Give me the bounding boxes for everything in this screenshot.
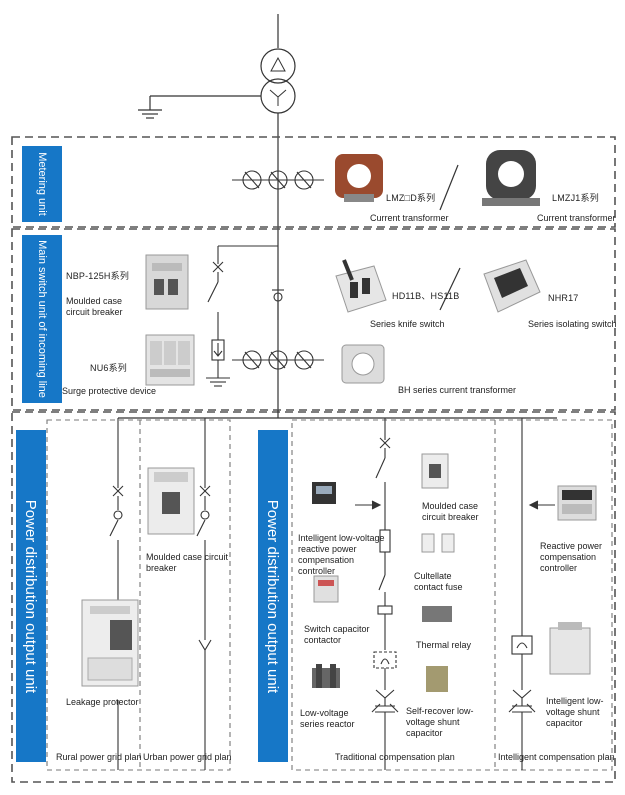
main-switch-unit-frame	[11, 228, 616, 411]
reactor-label: Low-voltage series reactor	[300, 708, 355, 729]
switch-capacitor-image	[313, 575, 339, 603]
urban-plan-label: Urban power grid plan	[143, 752, 232, 762]
surge-branch	[206, 245, 278, 387]
hd-code: HD11B、HS11B	[392, 291, 460, 301]
nbp-code: NBP-125H系列	[66, 271, 130, 281]
mccb-image	[147, 467, 195, 535]
isolating-switch-image	[483, 259, 541, 313]
nbp-label: Moulded case circuit breaker	[66, 296, 123, 317]
hd-label: Series knife switch	[370, 319, 445, 329]
metering-unit-title: Metering unit	[36, 152, 48, 216]
mccb2-image	[421, 453, 449, 489]
distribution-left-tab: Power distribution output unit	[16, 430, 46, 762]
intelligent-plan-label: Intelligent compensation plan	[498, 752, 615, 762]
bh-ct-image	[341, 344, 385, 384]
lmzj1-label: Current transformer	[537, 213, 616, 223]
leakage-label: Leakage protector	[66, 697, 139, 707]
intelligent-branch	[508, 418, 555, 770]
distribution-right-tab: Power distribution output unit	[258, 430, 288, 762]
intelligent-controller-image	[312, 482, 336, 504]
rural-urban-frame	[46, 419, 231, 771]
metering-ct-symbols	[232, 170, 324, 190]
leakage-protector-image	[81, 599, 139, 687]
nbp-breaker-image	[145, 254, 189, 310]
distribution-unit-frame	[11, 411, 616, 783]
nhr-code: NHR17	[548, 293, 579, 303]
metering-unit-frame	[11, 136, 616, 228]
bh-label: BH series current transformer	[398, 385, 517, 395]
metering-unit-tab: Metering unit	[22, 146, 62, 222]
urban-branch	[196, 418, 212, 770]
fuse-label: Cultellate contact fuse	[414, 571, 463, 592]
rural-plan-label: Rural power grid plan	[56, 752, 142, 762]
fuse-image	[421, 533, 455, 553]
intelligent-controller-label: Intelligent low-voltage reactive power c…	[298, 533, 385, 576]
distribution-left-title: Power distribution output unit	[22, 499, 40, 693]
nhr-label: Series isolating switch	[528, 319, 617, 329]
lmz-d-label: Current transformer	[370, 213, 449, 223]
bh-ct-symbols	[232, 350, 324, 370]
reactor-image	[312, 664, 340, 688]
transformer-primary-winding	[260, 48, 296, 84]
lmz-d-ct-image	[335, 154, 383, 202]
main-switch-unit-tab: Main switch unit of incoming line	[22, 235, 62, 403]
nu6-spd-image	[145, 334, 195, 386]
mccb2-label: Moulded case circuit breaker	[422, 501, 479, 522]
knife-switch-image	[335, 259, 387, 313]
intelligent-capacitor-label: Intelligent low-voltage shunt capacitor	[546, 696, 604, 728]
lmzj1-ct-image	[482, 150, 540, 206]
traditional-plan-label: Traditional compensation plan	[335, 752, 455, 762]
traditional-branch	[355, 418, 399, 770]
self-recover-capacitor-image	[426, 666, 448, 692]
lmzj1-code: LMZJ1系列	[552, 193, 599, 203]
transformer-secondary-winding	[260, 78, 296, 114]
reactive-controller-image	[557, 485, 597, 521]
reactive-controller-label: Reactive power compensation controller	[540, 541, 603, 573]
nu6-code: NU6系列	[90, 363, 128, 373]
switch-capacitor-label: Switch capacitor contactor	[304, 624, 370, 645]
mccb-label: Moulded case circuit breaker	[146, 552, 229, 573]
distribution-right-title: Power distribution output unit	[264, 499, 282, 693]
lmz-d-code: LMZ□D系列	[386, 193, 436, 203]
intelligent-capacitor-image	[549, 622, 591, 675]
compensation-frame	[291, 419, 613, 771]
main-switch-unit-title: Main switch unit of incoming line	[36, 240, 48, 398]
nu6-label: Surge protective device	[62, 386, 157, 396]
self-recover-capacitor-label: Self-recover low-voltage shunt capacitor	[406, 706, 474, 738]
thermal-relay-label: Thermal relay	[416, 640, 472, 650]
thermal-relay-image	[422, 606, 452, 622]
rural-branch	[109, 418, 124, 770]
